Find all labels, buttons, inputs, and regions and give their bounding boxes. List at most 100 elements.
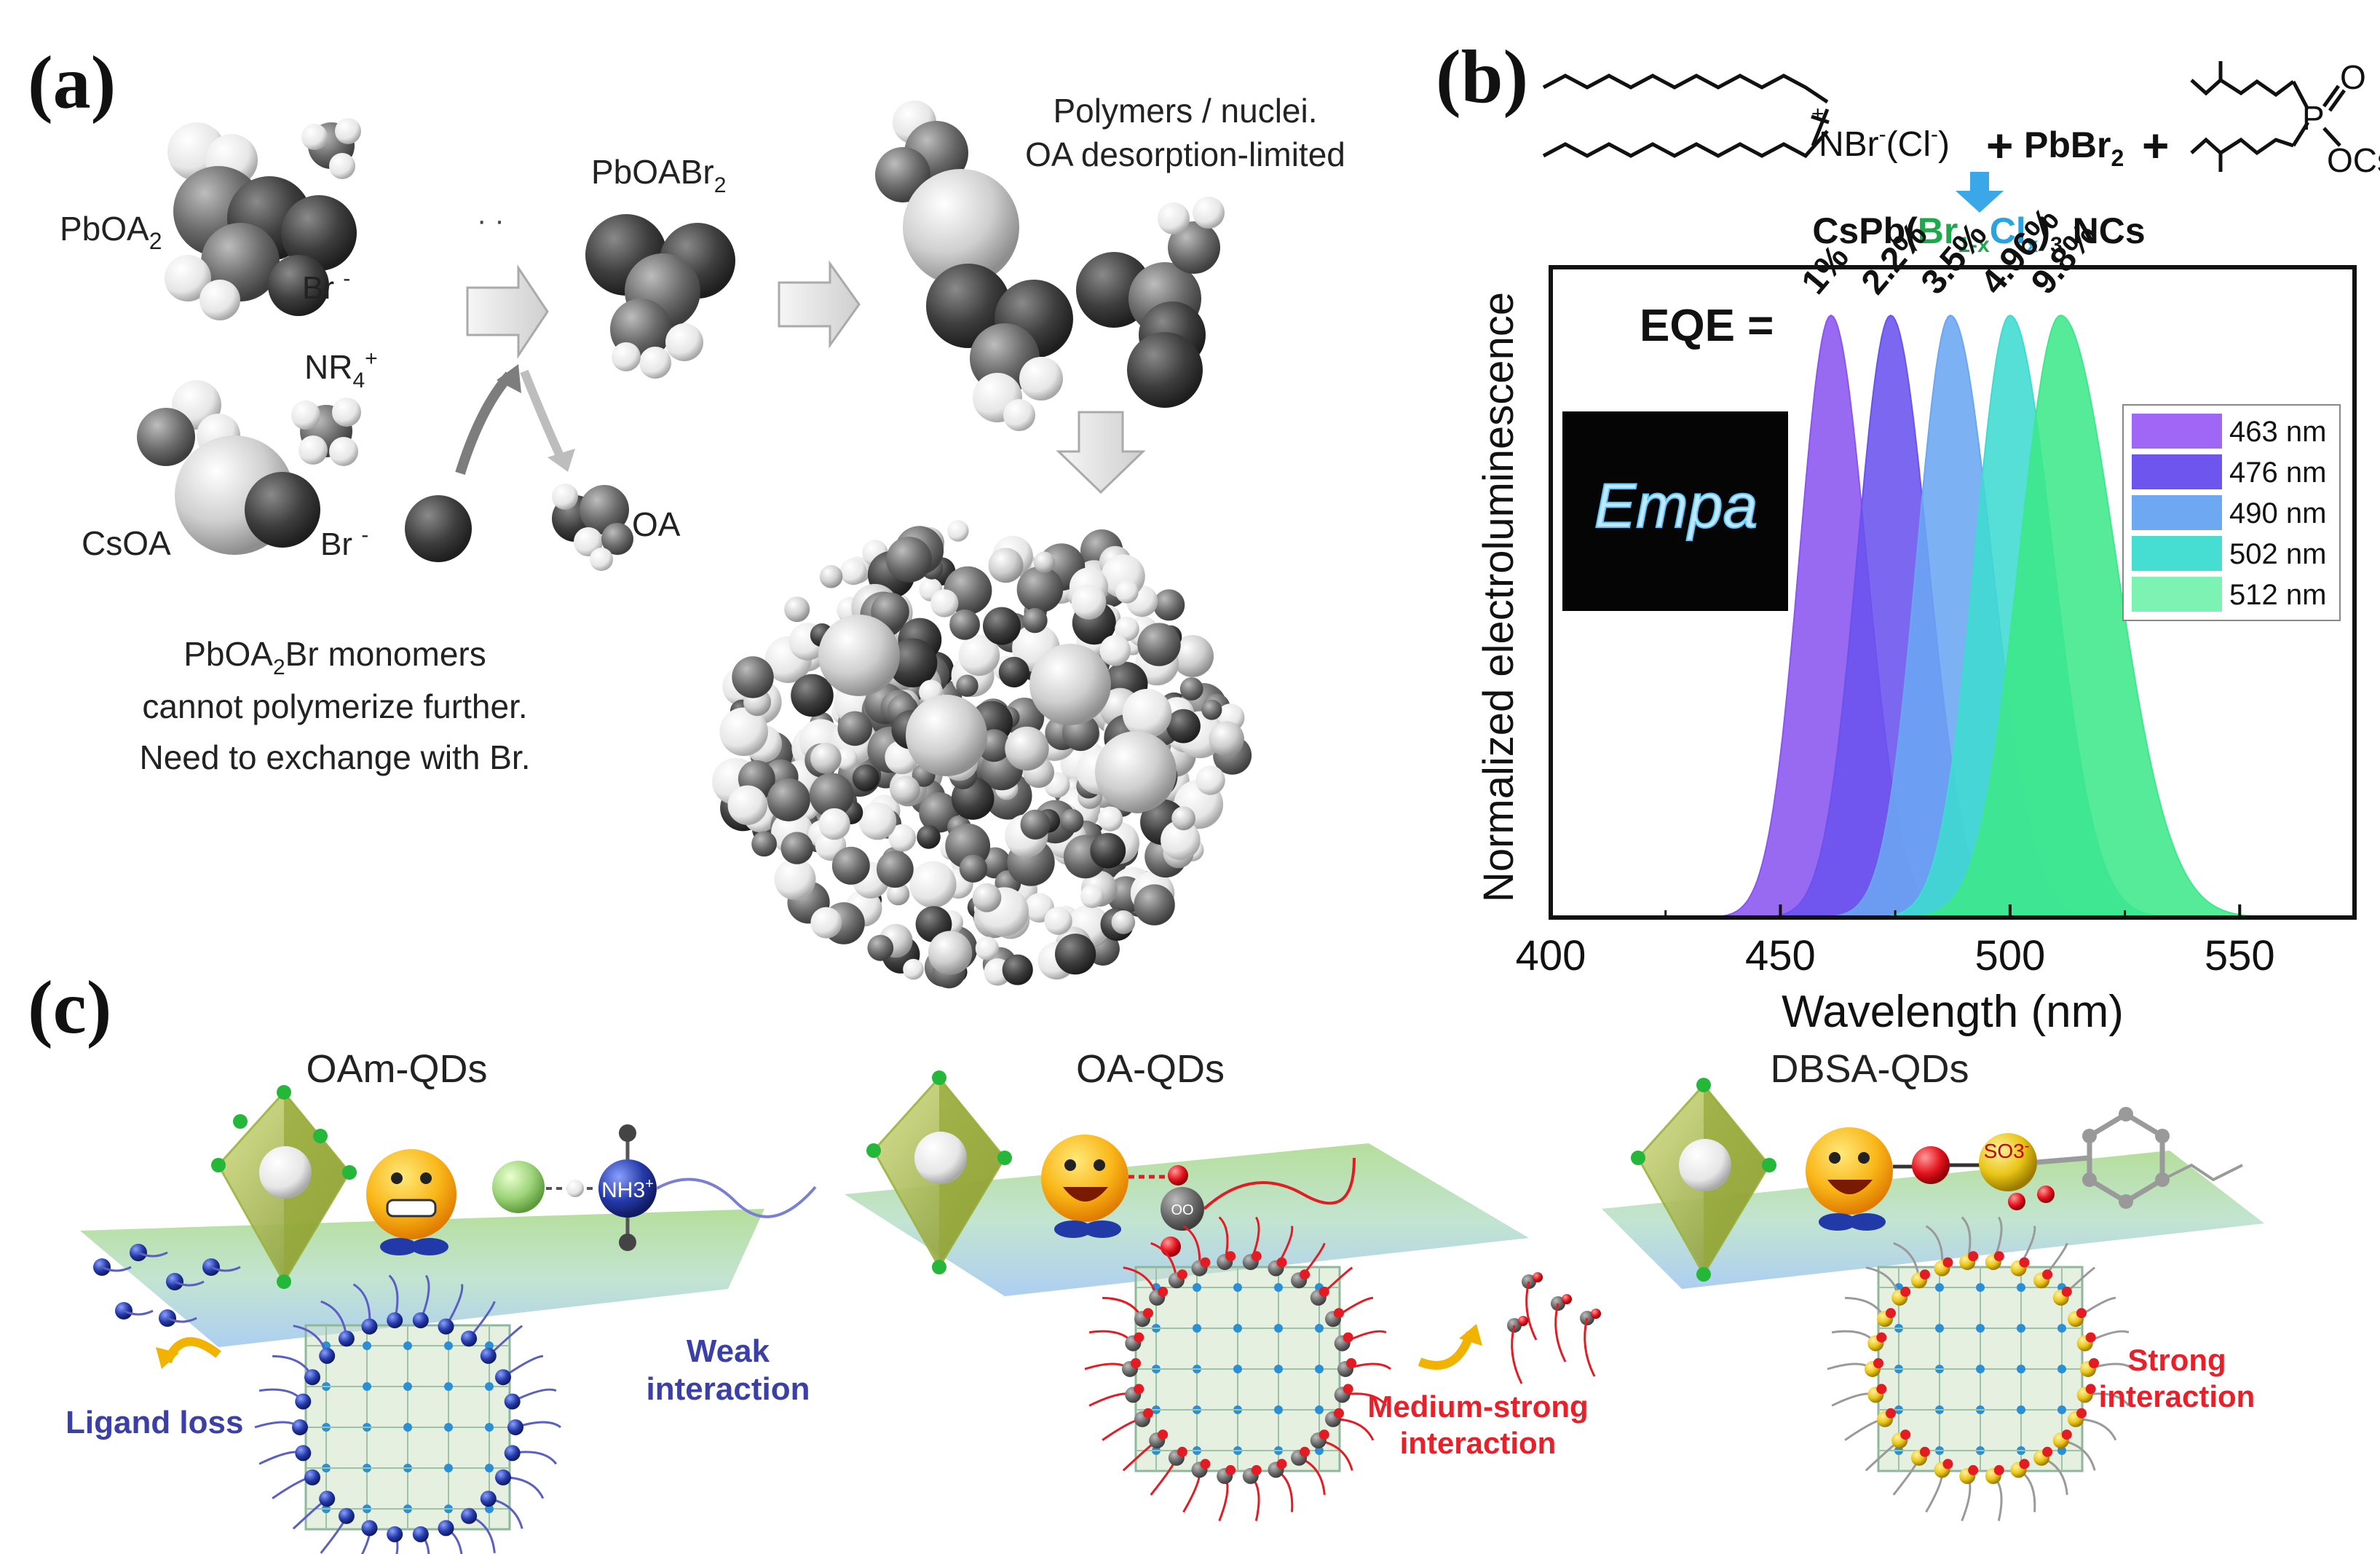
qd-atom bbox=[485, 1423, 494, 1432]
nr4-label: NR4+ bbox=[304, 347, 378, 393]
nc-atom bbox=[909, 861, 957, 908]
ligand-head-atom bbox=[1276, 1257, 1287, 1268]
curved-arrow-down bbox=[520, 369, 565, 460]
pboa2-molecule bbox=[165, 122, 357, 320]
qd-atom bbox=[1315, 1324, 1324, 1333]
nc-atom bbox=[1033, 551, 1056, 573]
nc-cs-atom bbox=[818, 615, 900, 696]
detached-ligand-chain bbox=[167, 1317, 197, 1323]
oam-scene: NH3+ bbox=[211, 1085, 817, 1289]
nc-atom bbox=[1059, 808, 1084, 833]
ligand-head-atom bbox=[1900, 1429, 1911, 1440]
qd-atom bbox=[1233, 1365, 1242, 1373]
ligand-head-atom bbox=[2076, 1408, 2087, 1419]
dots: · · bbox=[477, 205, 505, 237]
ligand-head bbox=[295, 1393, 312, 1410]
ligand-head-atom bbox=[1143, 1308, 1153, 1319]
ocs-group: OCs bbox=[2327, 141, 2380, 179]
oa-molecule bbox=[552, 484, 633, 571]
ligand-head-atom bbox=[2019, 1257, 2030, 1268]
nc-atom bbox=[1161, 820, 1201, 860]
nc-atom bbox=[810, 743, 842, 774]
legend-label-5: 512 nm bbox=[2229, 579, 2326, 611]
nc-atom bbox=[1171, 635, 1214, 677]
nc-atom bbox=[956, 674, 979, 697]
oa-quantum-dot bbox=[1084, 1216, 1601, 1522]
medium-text-2: interaction bbox=[1400, 1426, 1557, 1460]
ligand-head bbox=[480, 1491, 497, 1507]
qd-atom bbox=[485, 1464, 494, 1472]
ligand-head bbox=[412, 1312, 429, 1329]
ligand-head bbox=[412, 1526, 429, 1542]
y-axis-label: Normalized electroluminescence bbox=[1475, 292, 1522, 902]
ligand-head-atom bbox=[1131, 1358, 1141, 1368]
ligand-head-atom bbox=[1334, 1408, 1344, 1419]
nc-atom bbox=[1004, 698, 1045, 738]
qd-atom bbox=[363, 1382, 371, 1391]
eqe-label: EQE = bbox=[1640, 301, 1774, 351]
ligand-head-atom bbox=[1143, 1408, 1153, 1419]
phosphorus-atom: P bbox=[2302, 99, 2325, 137]
ligand-head-atom bbox=[2061, 1429, 2072, 1440]
ligand-head-atom bbox=[2089, 1358, 2099, 1368]
ligand-head bbox=[438, 1520, 454, 1537]
qd-atom bbox=[403, 1382, 412, 1391]
nh3-ball bbox=[598, 1159, 657, 1218]
dbsa-title: DBSA-QDs bbox=[1770, 1047, 1969, 1091]
br-minus-label-2: Br - bbox=[320, 523, 368, 562]
ligand-loss-arrow bbox=[163, 1337, 221, 1364]
halide-ball bbox=[492, 1161, 545, 1213]
ligand-head bbox=[304, 1369, 320, 1386]
ligand-head-atom bbox=[1158, 1429, 1169, 1440]
nc-atom bbox=[1080, 884, 1104, 908]
qd-atom bbox=[1193, 1283, 1201, 1292]
ligand-head-atom bbox=[1300, 1446, 1310, 1457]
block-arrow-down bbox=[1056, 411, 1146, 494]
qd-atom bbox=[1315, 1405, 1324, 1414]
reaction-arrow bbox=[1956, 172, 2004, 213]
legend-swatch-3 bbox=[2132, 495, 2222, 530]
legend-swatch-1 bbox=[2132, 414, 2222, 449]
so3-ball bbox=[1979, 1133, 2037, 1191]
polymers-text-2: OA desorption-limited bbox=[1025, 135, 1345, 173]
nc-atom bbox=[835, 747, 858, 770]
qd-atom bbox=[444, 1464, 453, 1472]
x-tick-label: 450 bbox=[1745, 932, 1816, 979]
monomer-note-3: Need to exchange with Br. bbox=[140, 738, 531, 776]
rebind-arrow bbox=[1418, 1330, 1475, 1370]
nc-atom bbox=[1134, 884, 1175, 926]
nc-atom bbox=[1195, 765, 1225, 795]
nc-cs-atom bbox=[1029, 644, 1111, 725]
medium-text-1: Medium-strong bbox=[1367, 1389, 1588, 1424]
block-arrow-1 bbox=[466, 264, 549, 359]
nc-atom bbox=[837, 711, 872, 746]
curved-arrow-up bbox=[455, 371, 514, 476]
alkyl-chain-1 bbox=[1542, 74, 1829, 104]
ligand-head bbox=[292, 1419, 308, 1435]
released-ligand-oxygen bbox=[1591, 1309, 1601, 1319]
released-ligand-chain bbox=[1511, 1325, 1523, 1384]
released-ligand-chain bbox=[1584, 1317, 1596, 1377]
nc-atom bbox=[959, 854, 988, 883]
alkyl-chain-2 bbox=[1542, 130, 1829, 159]
released-ligand-chain bbox=[1554, 1303, 1567, 1362]
nh3-label: NH3+ bbox=[601, 1176, 654, 1202]
qd-atom bbox=[485, 1341, 494, 1350]
ligand-head bbox=[319, 1491, 336, 1507]
nc-atom bbox=[888, 824, 917, 852]
x-tick-label: 550 bbox=[2205, 932, 2275, 979]
nc-atom bbox=[1209, 721, 1244, 757]
nc-atom bbox=[903, 958, 924, 980]
nc-atom bbox=[930, 589, 959, 618]
qd-atom bbox=[1274, 1365, 1283, 1373]
ligand-head-atom bbox=[2042, 1446, 2053, 1457]
ligand-head-atom bbox=[1900, 1286, 1911, 1297]
nc-atom bbox=[774, 858, 816, 900]
nc-atom bbox=[831, 846, 870, 885]
qd-atom bbox=[1976, 1324, 1985, 1333]
pboabr2-label: PbOABr2 bbox=[591, 153, 726, 197]
panel-c: (c) OAm-QDs OA-QDs DBSA-QDs NH3+ bbox=[28, 966, 2264, 1554]
ligand-head-atom bbox=[2061, 1286, 2072, 1297]
pbbr2-reagent: PbBr2 bbox=[2024, 125, 2124, 171]
